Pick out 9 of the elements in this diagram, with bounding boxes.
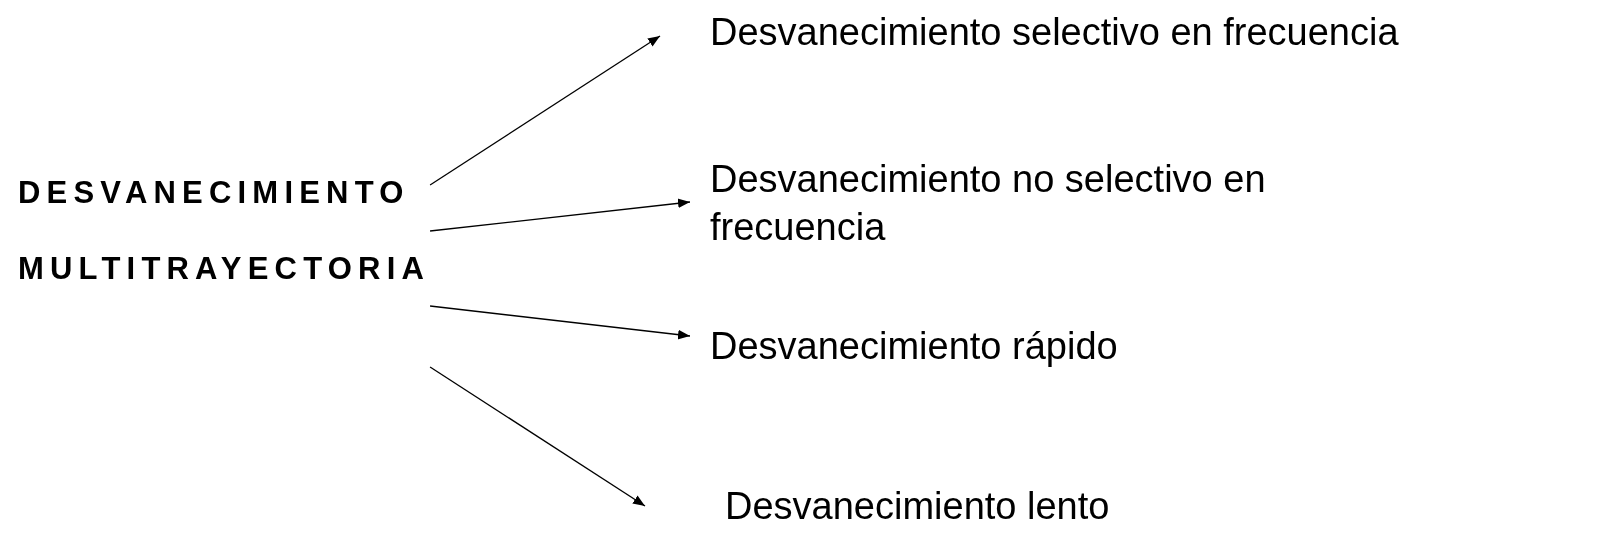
fading-type-label: Desvanecimiento no selectivo en frecuencia <box>710 158 1266 248</box>
source-label: DESVANECIMIENTO MULTITRAYECTORIA <box>18 175 431 286</box>
arrow <box>429 366 646 507</box>
arrow <box>429 35 661 186</box>
arrow <box>429 198 691 232</box>
arrow <box>429 305 691 340</box>
fading-type-label: Desvanecimiento rápido <box>710 325 1118 367</box>
fading-type-label: Desvanecimiento selectivo en frecuencia <box>710 11 1399 53</box>
fading-type-label: Desvanecimiento lento <box>725 485 1110 527</box>
